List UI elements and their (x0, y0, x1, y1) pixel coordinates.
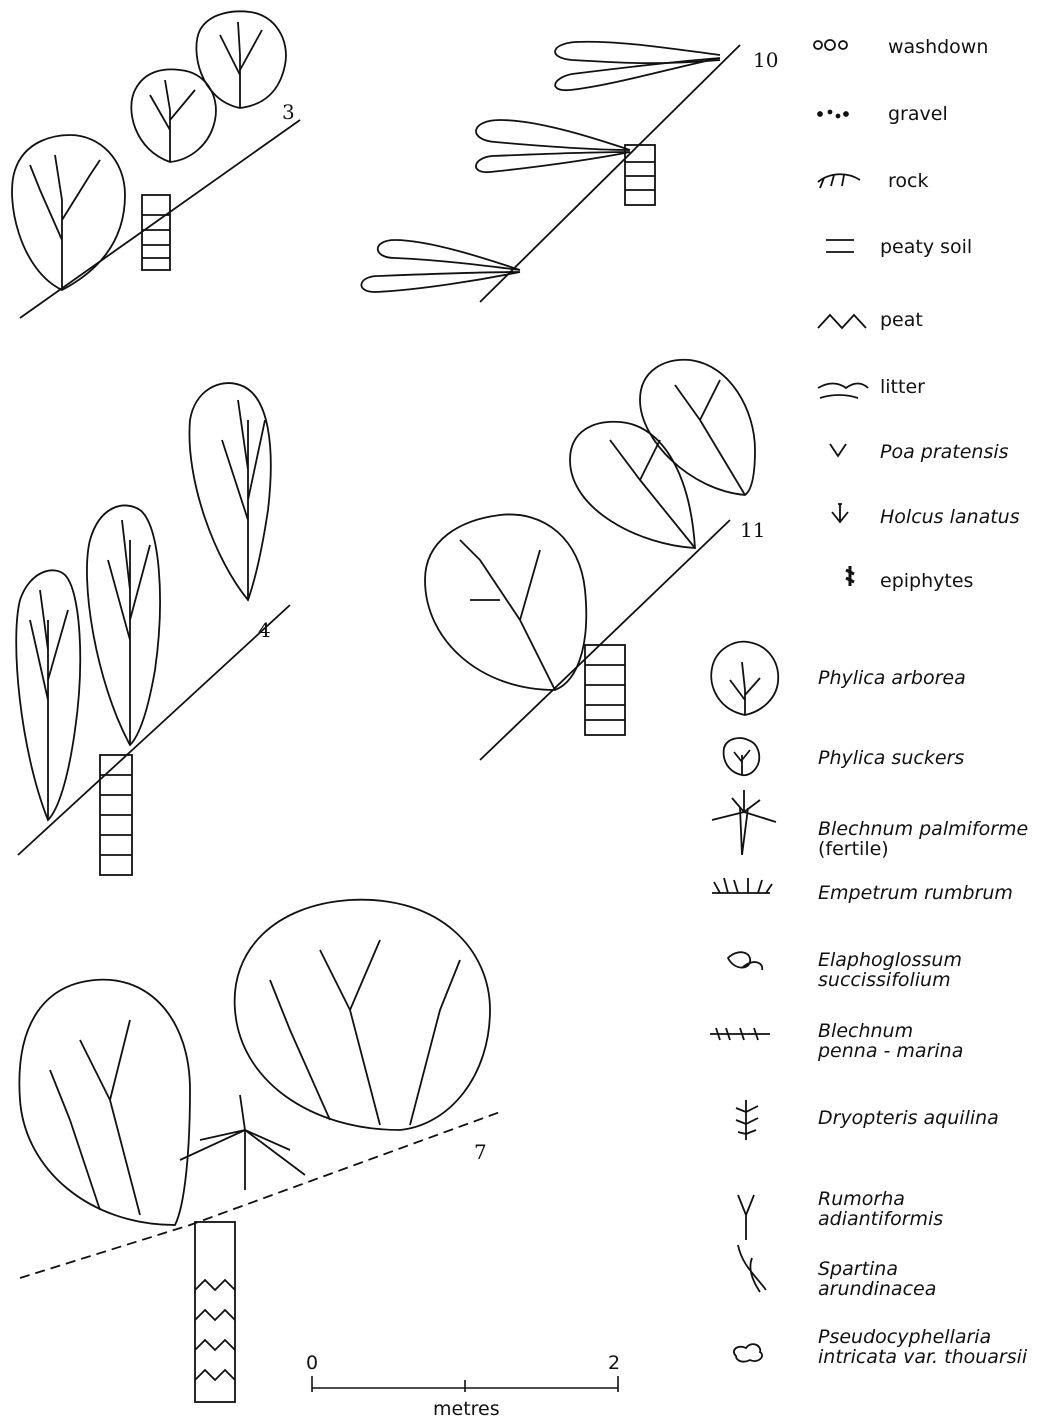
panel-4-trees (16, 383, 271, 875)
panel-label-7: 7 (474, 1140, 487, 1164)
rumorha-icon (738, 1195, 754, 1240)
panel-label-11: 11 (740, 518, 765, 542)
peat-icon (818, 315, 866, 328)
empetrum-icon (712, 878, 772, 893)
poa-icon (830, 444, 846, 456)
spartina-icon (738, 1245, 766, 1292)
blechnum-penna-icon (710, 1028, 770, 1040)
frond (476, 120, 630, 150)
legend-label-empetrum: Empetrum rumbrum (818, 882, 1013, 904)
rock-icon (818, 174, 860, 188)
legend-label-blechnum-palmiforme: Blechnum palmiforme (818, 818, 1028, 840)
panel-10-fronds (361, 42, 720, 292)
tree-outline (425, 514, 586, 690)
legend-label-blechnum-penna-2: penna - marina (818, 1040, 963, 1062)
legend-label-rock: rock (888, 170, 928, 192)
legend-label-litter: litter (880, 376, 925, 398)
tree-outline (12, 135, 125, 290)
legend-label-blechnum-penna: Blechnum (818, 1020, 913, 1042)
soil-column (585, 645, 625, 735)
panel-label-4: 4 (258, 618, 271, 642)
holcus-icon (832, 504, 848, 522)
scale-end-label: 2 (608, 1352, 620, 1374)
panel-3-trees (12, 11, 286, 290)
tree-outline (235, 900, 490, 1130)
epiphytes-icon (846, 566, 854, 586)
scale-start-label: 0 (306, 1352, 318, 1374)
panel-label-10: 10 (753, 48, 778, 72)
legend-label-dryopteris: Dryopteris aquilina (818, 1107, 999, 1129)
blechnum-palmiforme-icon (712, 790, 776, 855)
scale-unit-label: metres (433, 1398, 500, 1420)
legend-label-gravel: gravel (888, 103, 948, 125)
tree-outline (640, 360, 755, 495)
elaphoglossum-icon (728, 952, 762, 970)
gravel-icon (818, 111, 848, 118)
scale-bar (312, 1376, 618, 1392)
legend-label-epiphytes: epiphytes (880, 570, 973, 592)
dryopteris-icon (736, 1100, 758, 1140)
legend-label-pseudocyphellaria-2: intricata var. thouarsii (818, 1346, 1027, 1368)
frond (378, 240, 520, 270)
blechnum-palmiforme-plant (180, 1095, 305, 1190)
panel-11-trees (425, 360, 755, 735)
legend-label-phylica-arborea: Phylica arborea (818, 667, 966, 689)
slope-lines (18, 45, 740, 1278)
legend-label-washdown: washdown (888, 36, 988, 58)
phylica-arborea-icon (711, 642, 778, 715)
legend-label-phylica-suckers: Phylica suckers (818, 747, 964, 769)
pseudocyphellaria-icon (734, 1344, 762, 1362)
legend-label-blechnum-palmiforme-2: (fertile) (818, 838, 889, 860)
legend-symbols (710, 40, 868, 1362)
slope-11 (480, 520, 730, 760)
legend-label-rumorha: Rumorha (818, 1188, 905, 1210)
peaty-soil-icon (826, 240, 854, 252)
frond (476, 152, 630, 172)
legend-label-rumorha-2: adiantiformis (818, 1208, 943, 1230)
legend-label-elaphoglossum-2: succissifolium (818, 969, 951, 991)
tree-outline (87, 505, 160, 745)
frond (361, 272, 520, 292)
legend-label-pseudocyphellaria: Pseudocyphellaria (818, 1326, 991, 1348)
legend-label-peat: peat (880, 309, 923, 331)
panel-label-3: 3 (282, 100, 295, 124)
litter-icon (818, 384, 868, 399)
legend-label-poa: Poa pratensis (880, 441, 1009, 463)
legend-label-spartina-2: arundinacea (818, 1278, 936, 1300)
tree-outline (196, 11, 286, 108)
washdown-icon (814, 40, 847, 50)
legend-label-spartina: Spartina (818, 1258, 898, 1280)
tree-outline (19, 980, 190, 1225)
tree-outline (570, 422, 695, 548)
legend-label-peaty-soil: peaty soil (880, 236, 972, 258)
legend-label-elaphoglossum: Elaphoglossum (818, 949, 962, 971)
phylica-suckers-icon (724, 738, 760, 775)
tree-outline (189, 383, 270, 600)
panel-7-trees (19, 900, 490, 1402)
legend-label-holcus: Holcus lanatus (880, 506, 1020, 528)
